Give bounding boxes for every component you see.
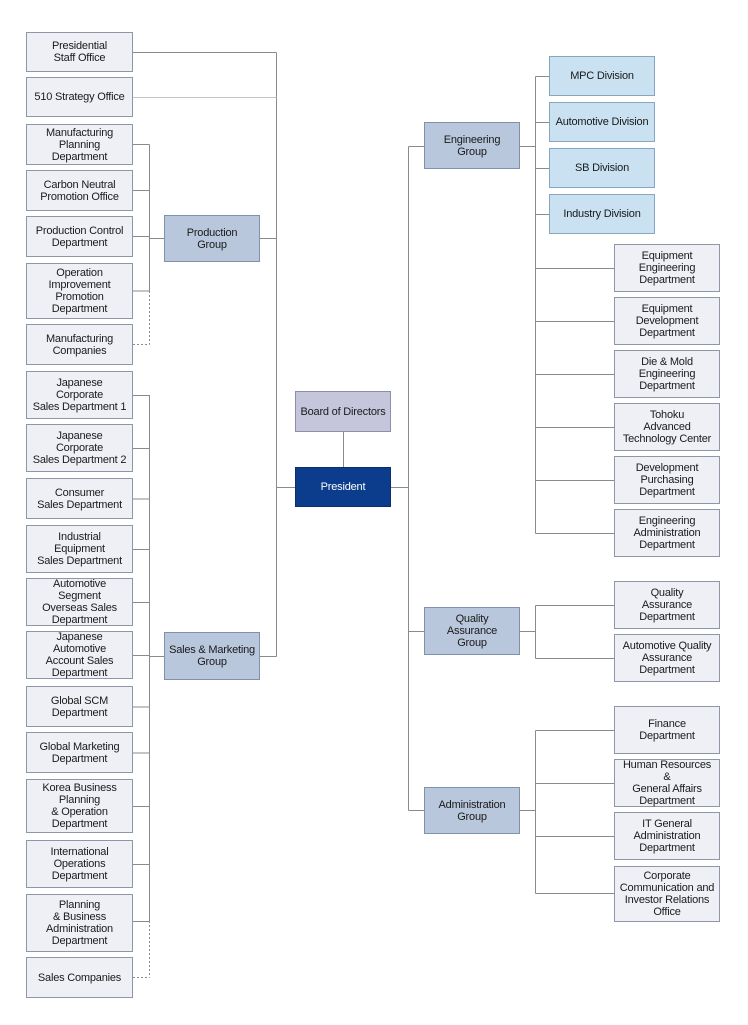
node-production-group: Production Group: [164, 215, 260, 262]
node-development-purchasing: Development Purchasing Department: [614, 456, 720, 504]
node-equipment-engineering: Equipment Engineering Department: [614, 244, 720, 292]
node-consumer-sales: Consumer Sales Department: [26, 478, 133, 519]
node-strategy-510: 510 Strategy Office: [26, 77, 133, 117]
node-sales-companies: Sales Companies: [26, 957, 133, 998]
node-finance: Finance Department: [614, 706, 720, 754]
node-auto-segment-overseas: Automotive Segment Overseas Sales Depart…: [26, 578, 133, 626]
node-operation-improvement: Operation Improvement Promotion Departme…: [26, 263, 133, 319]
node-corp-comm: Corporate Communication and Investor Rel…: [614, 866, 720, 922]
node-die-mold: Die & Mold Engineering Department: [614, 350, 720, 398]
node-mpc-division: MPC Division: [549, 56, 655, 96]
node-jp-corp-sales-2: Japanese Corporate Sales Department 2: [26, 424, 133, 472]
node-industrial-equipment-sales: Industrial Equipment Sales Department: [26, 525, 133, 573]
node-hr-ga: Human Resources & General Affairs Depart…: [614, 759, 720, 807]
node-equipment-development: Equipment Development Department: [614, 297, 720, 345]
node-jp-corp-sales-1: Japanese Corporate Sales Department 1: [26, 371, 133, 419]
node-sales-marketing-group: Sales & Marketing Group: [164, 632, 260, 680]
node-engineering-admin: Engineering Administration Department: [614, 509, 720, 557]
node-carbon-neutral: Carbon Neutral Promotion Office: [26, 170, 133, 211]
node-board: Board of Directors: [295, 391, 391, 432]
node-president: President: [295, 467, 391, 507]
node-global-marketing: Global Marketing Department: [26, 732, 133, 773]
node-quality-assurance-dept: Quality Assurance Department: [614, 581, 720, 629]
node-it-general: IT General Administration Department: [614, 812, 720, 860]
node-qa-group: Quality Assurance Group: [424, 607, 520, 655]
node-industry-division: Industry Division: [549, 194, 655, 234]
node-global-scm: Global SCM Department: [26, 686, 133, 727]
node-admin-group: Administration Group: [424, 787, 520, 834]
node-engineering-group: Engineering Group: [424, 122, 520, 169]
node-jp-auto-account: Japanese Automotive Account Sales Depart…: [26, 631, 133, 679]
node-international-ops: International Operations Department: [26, 840, 133, 888]
node-sb-division: SB Division: [549, 148, 655, 188]
node-tohoku: Tohoku Advanced Technology Center: [614, 403, 720, 451]
node-korea-business: Korea Business Planning & Operation Depa…: [26, 779, 133, 833]
node-presidential-staff: Presidential Staff Office: [26, 32, 133, 72]
node-automotive-division: Automotive Division: [549, 102, 655, 142]
node-production-control: Production Control Department: [26, 216, 133, 257]
node-mfg-planning: Manufacturing Planning Department: [26, 124, 133, 165]
node-mfg-companies: Manufacturing Companies: [26, 324, 133, 365]
node-auto-quality-assurance: Automotive Quality Assurance Department: [614, 634, 720, 682]
node-planning-business-admin: Planning & Business Administration Depar…: [26, 894, 133, 952]
